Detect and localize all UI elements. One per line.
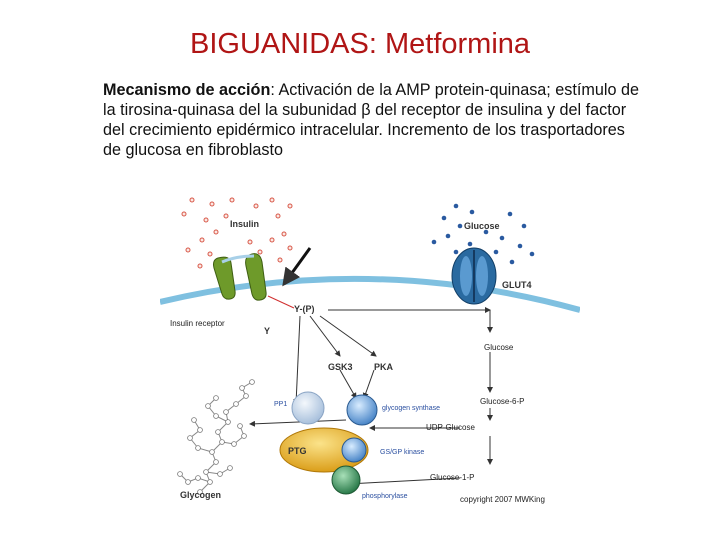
y-label: Y <box>264 326 270 336</box>
pka-label: PKA <box>374 362 394 372</box>
glucose-outside-label: Glucose <box>464 221 500 231</box>
gsk3-label: GSK3 <box>328 362 353 372</box>
gs-gp-kinase-node <box>341 437 367 463</box>
phosphorylase-node <box>331 465 361 495</box>
glucose-inside-label: Glucose <box>484 343 514 352</box>
glucose-1-p-label: Glucose-1-P <box>430 473 474 482</box>
pp1-node <box>291 391 325 425</box>
cell-membrane <box>160 275 580 313</box>
insulin-receptor <box>213 253 267 301</box>
glut4-transporter <box>451 247 497 305</box>
insulin-receptor-label: Insulin receptor <box>170 319 225 328</box>
phosphorylase-label: phosphorylase <box>362 493 408 500</box>
pp1-label: PP1 <box>274 401 287 408</box>
mechanism-lead: Mecanismo de acción <box>103 81 271 99</box>
metformin-mechanism-diagram: Insulin Glucose Insulin receptor Y-(P) Y… <box>160 197 580 504</box>
glut4-label: GLUT4 <box>502 280 532 290</box>
highlight-arrow <box>282 247 312 287</box>
ptg-label: PTG <box>288 446 307 456</box>
page-title: BIGUANIDAS: Metformina <box>189 28 531 60</box>
copyright-label: copyright 2007 MWKing <box>460 495 545 504</box>
glycogen-synthase-label: glycogen synthase <box>382 405 440 412</box>
receptor-to-yp-line <box>267 295 295 309</box>
glucose-6-p-label: Glucose-6-P <box>480 397 524 406</box>
glycogen-synthase-node <box>346 394 378 426</box>
glycogen-label: Glycogen <box>180 490 221 500</box>
mechanism-description: Mecanismo de acción: Activación de la AM… <box>103 80 643 160</box>
gs-gp-kinase-label: GS/GP kinase <box>380 449 424 456</box>
signal-arrows <box>249 307 493 487</box>
insulin-label: Insulin <box>230 219 259 229</box>
udp-glucose-label: UDP-Glucose <box>426 423 475 432</box>
glycogen-hexagons <box>177 379 255 495</box>
ptg-node <box>279 427 369 473</box>
y-p-label: Y-(P) <box>294 304 315 314</box>
insulin-molecules <box>181 197 293 269</box>
mechanism-body: : Activación de la AMP protein-quinasa; … <box>103 81 639 159</box>
